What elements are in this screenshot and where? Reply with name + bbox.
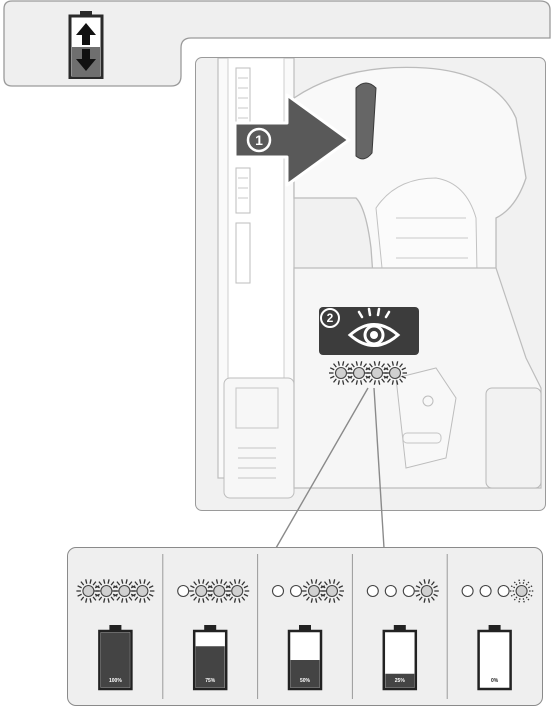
gauge-led: [384, 584, 397, 598]
gauge-led: [207, 579, 232, 603]
battery-fill: [100, 632, 130, 688]
step-1-number: 1: [255, 132, 263, 148]
gauge-led: [225, 579, 250, 603]
gauge-led: [112, 579, 137, 603]
battery-terminal: [109, 625, 122, 631]
tool-led: [329, 361, 353, 385]
fuel-gauge-levels: 100% 75% 50% 25% 0%: [76, 554, 534, 699]
gauge-led: [366, 584, 379, 598]
step-2-eye-badge: [319, 307, 419, 355]
battery-terminal: [299, 625, 311, 631]
gauge-led: [76, 579, 101, 603]
battery-fill: [290, 660, 320, 688]
gauge-led: [130, 579, 155, 603]
header-panel: [3, 0, 551, 87]
battery-level-label: 50%: [300, 678, 311, 684]
battery-level-label: 25%: [395, 678, 406, 684]
battery-level-label: 0%: [491, 678, 499, 684]
gauge-led: [271, 584, 285, 598]
tool-led: [383, 361, 407, 385]
gauge-led: [402, 584, 415, 598]
gauge-level-3: 25%: [351, 554, 439, 699]
battery-terminal: [393, 625, 406, 631]
gauge-level-2: 50%: [257, 554, 344, 699]
battery-body: [477, 629, 512, 691]
battery-level-label: 100%: [109, 678, 122, 684]
gauge-led: [320, 579, 344, 603]
gauge-led: [177, 584, 190, 598]
gauge-led: [461, 584, 474, 598]
step-2-number: 2: [326, 311, 334, 325]
battery-level-label: 75%: [205, 678, 216, 684]
tool-led: [365, 361, 389, 385]
gauge-led: [414, 579, 439, 603]
gauge-led: [497, 584, 510, 598]
battery-terminal: [204, 625, 217, 631]
battery-swap-icon: [68, 11, 104, 79]
gauge-level-4: 0%: [446, 554, 534, 699]
gauge-led: [302, 579, 326, 603]
fuel-gauge-panel: 100% 75% 50% 25% 0%: [67, 547, 543, 706]
step-1-arrow-icon: [233, 93, 351, 187]
battery-terminal: [488, 625, 501, 631]
gauge-level-0: 100%: [76, 579, 155, 691]
gauge-led: [94, 579, 119, 603]
battery-fill: [195, 646, 225, 688]
callout-pointer: [275, 387, 385, 549]
gauge-level-1: 75%: [162, 554, 250, 699]
tool-led: [347, 361, 371, 385]
gauge-led: [479, 584, 492, 598]
gauge-led: [289, 584, 303, 598]
battery-fill: [385, 673, 415, 688]
gauge-led: [509, 579, 534, 603]
tool-led-indicator: [329, 361, 407, 385]
